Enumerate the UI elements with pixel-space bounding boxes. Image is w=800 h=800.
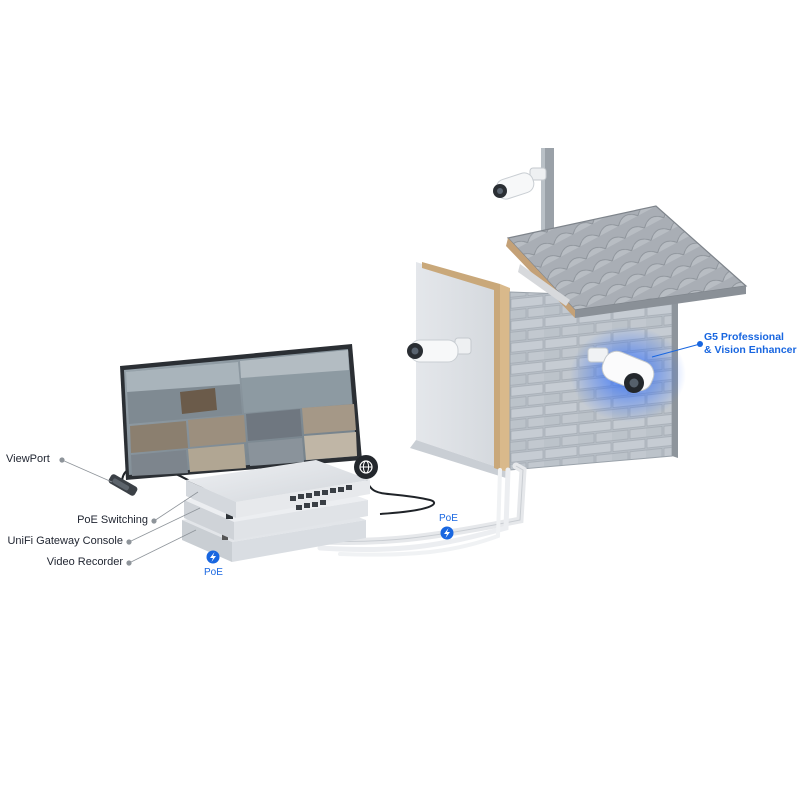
camera-feed-grid — [126, 350, 357, 476]
label-poe-cable: PoE — [439, 513, 458, 524]
globe-icon — [354, 455, 378, 479]
camera-name-line1: G5 Professional — [704, 331, 784, 343]
label-camera-name: G5 Professional & Vision Enhancer — [704, 331, 797, 357]
pole-camera — [493, 167, 547, 200]
monitor — [120, 344, 362, 480]
poe-icon-device — [206, 550, 220, 564]
label-poe-switching: PoE Switching — [77, 514, 148, 526]
switch-ports — [290, 485, 352, 510]
poe-icon-cable — [440, 526, 454, 540]
label-leaders — [59, 457, 201, 566]
label-poe-device: PoE — [204, 567, 223, 578]
building — [407, 148, 748, 478]
camera-name-line2: & Vision Enhancer — [704, 344, 797, 356]
label-viewport: ViewPort — [6, 453, 50, 465]
camera-callout-line — [651, 343, 701, 358]
side-wall — [416, 262, 506, 470]
featured-camera — [570, 326, 686, 422]
label-video-recorder: Video Recorder — [46, 556, 123, 568]
wall-camera-left — [407, 337, 472, 363]
rack-stack — [182, 460, 370, 562]
camera-callout-dot — [697, 341, 703, 347]
viewport-device — [108, 474, 138, 496]
roof — [508, 206, 746, 310]
label-gateway-console: UniFi Gateway Console — [7, 535, 123, 547]
internet-cable — [365, 477, 435, 515]
